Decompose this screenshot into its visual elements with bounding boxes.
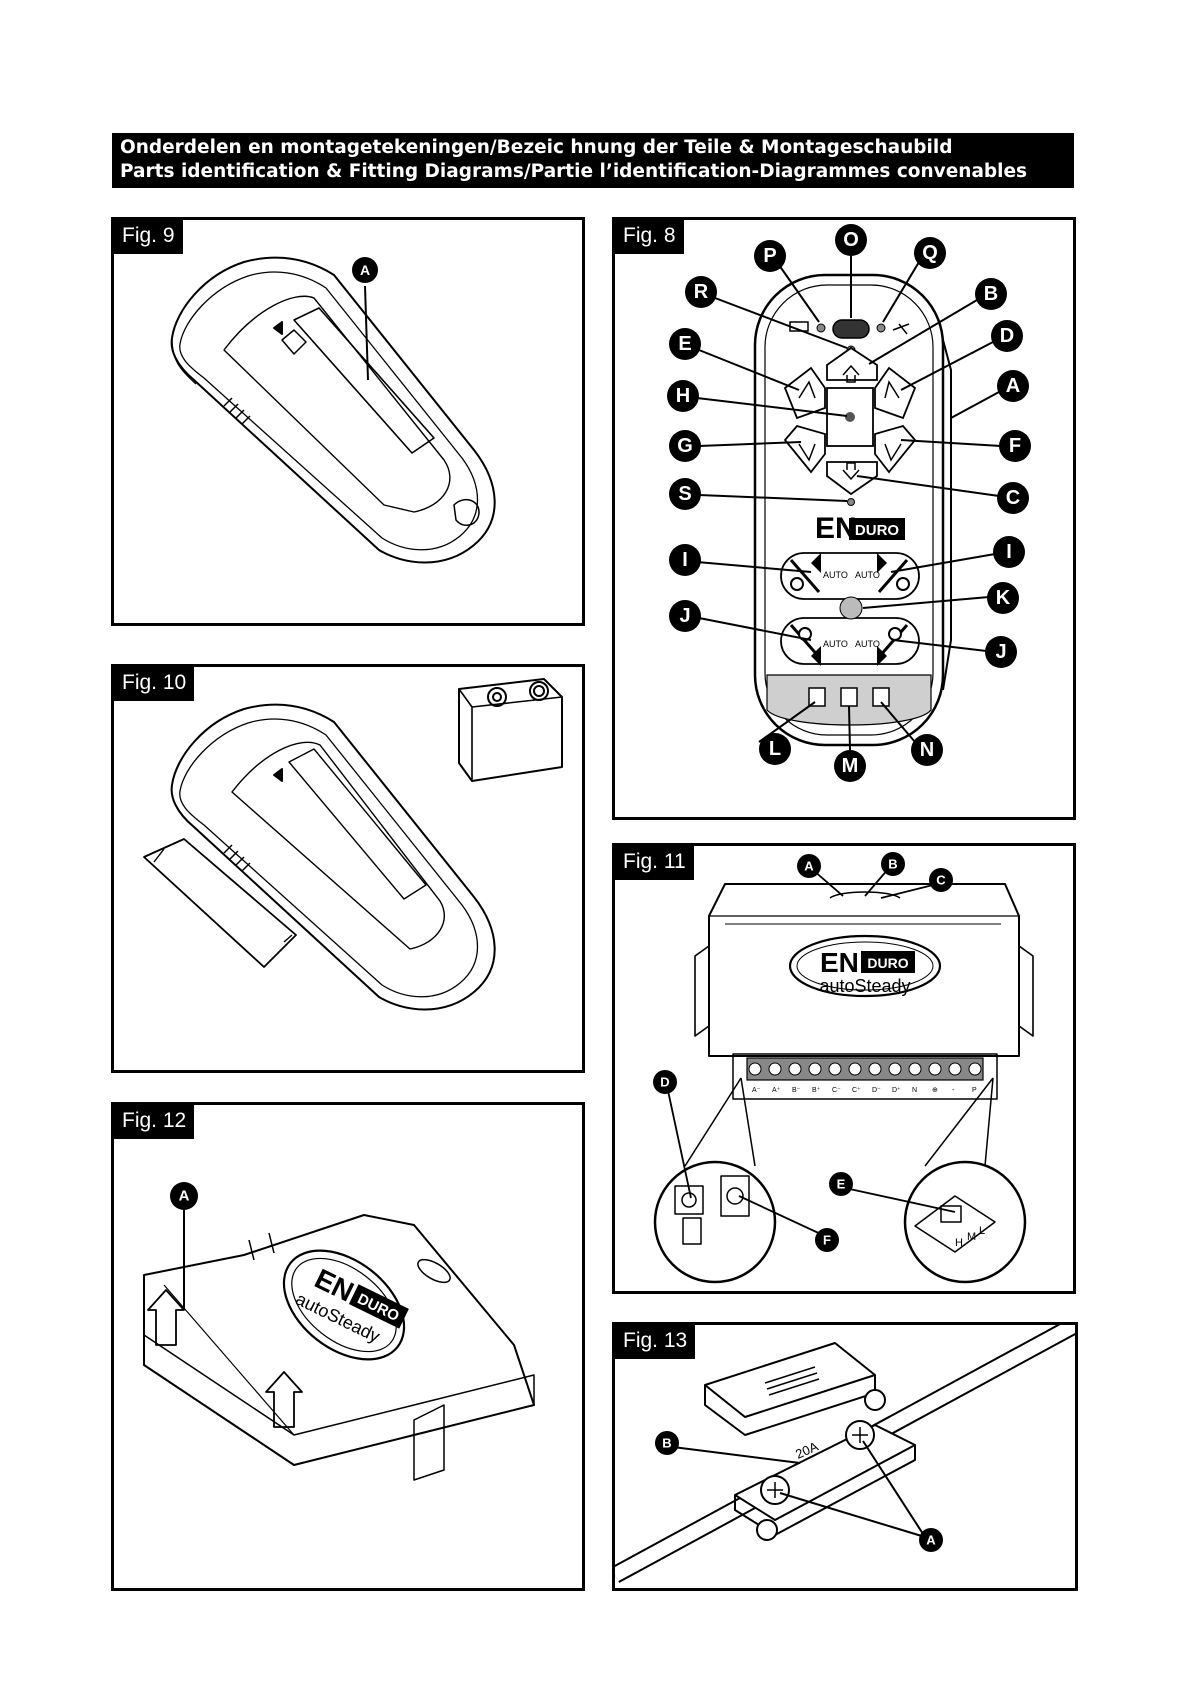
- figure-12-panel: Fig. 12 EN DURO autoSteady A: [111, 1102, 585, 1591]
- fig12-callout-a: A: [179, 1188, 190, 1205]
- auto-label-4: AUTO: [855, 639, 880, 649]
- fig11-callout-d: D: [660, 1075, 669, 1090]
- status-icon-l: [808, 687, 826, 707]
- battery-status-icon: [840, 687, 858, 707]
- terminal-label-5: C⁻: [832, 1087, 841, 1094]
- auto-raise-button-group[interactable]: [780, 552, 920, 600]
- figure-9-panel: Fig. 9 A: [111, 217, 585, 626]
- fig8-callout-k: K: [996, 587, 1011, 609]
- terminal-label-6: C⁺: [852, 1087, 861, 1094]
- figure-9-label: Fig. 9: [114, 220, 183, 254]
- terminal-label-11: -: [952, 1087, 955, 1094]
- fig8-callout-o: O: [843, 229, 859, 251]
- fig8-callout-r: R: [694, 281, 709, 303]
- fig11-callout-f: F: [823, 1233, 831, 1248]
- terminal-label-3: B⁻: [792, 1087, 801, 1094]
- header-title-line-1: Onderdelen en montagetekeningen/Bezeic h…: [120, 137, 953, 158]
- fig8-callout-c: C: [1006, 487, 1020, 509]
- terminal-label-8: D⁺: [892, 1087, 901, 1094]
- section-header: Onderdelen en montagetekeningen/Bezeic h…: [112, 133, 1074, 188]
- header-title-line-2: Parts identification & Fitting Diagrams/…: [120, 161, 1028, 182]
- figure-13-panel: Fig. 13 20A B A: [612, 1322, 1078, 1591]
- fig13-callout-a-marker: [919, 1528, 943, 1552]
- control-box-connections-diagram: A⁻ A⁺ B⁻ B⁺ C⁻ C⁺ D⁻ D⁺ N ⊕ - P H M L EN…: [653, 852, 1034, 1284]
- fuse-holder-illustration: 20A B A: [615, 1325, 1075, 1583]
- fig13-callout-b-marker: [655, 1431, 679, 1455]
- rear-left-button[interactable]: [783, 424, 826, 474]
- figure-13-label: Fig. 13: [615, 1325, 696, 1359]
- fig13-callout-b: B: [662, 1436, 671, 1451]
- figure-11-label: Fig. 11: [615, 846, 694, 880]
- fig9-callout-a-marker: [352, 257, 378, 283]
- figure-10-label: Fig. 10: [114, 667, 195, 701]
- fig8-callout-e: E: [678, 333, 691, 355]
- remote-back-battery-cover-illustration: A: [170, 256, 496, 564]
- led-left: [816, 323, 826, 333]
- auto-label-1: AUTO: [823, 570, 848, 580]
- fig11-logo-en: EN: [820, 947, 859, 978]
- figure-11-panel: Fig. 11: [612, 843, 1076, 1294]
- terminal-strip: [746, 1057, 984, 1081]
- level-icon: [892, 323, 910, 335]
- terminal-label-1: A⁻: [752, 1087, 761, 1094]
- fig11-callout-a: A: [804, 859, 814, 874]
- fig8-callout-n: N: [920, 739, 934, 761]
- terminal-label-7: D⁻: [872, 1087, 881, 1094]
- fig8-callout-b: B: [984, 283, 998, 305]
- center-led: [845, 412, 855, 422]
- figure-10-panel: Fig. 10: [111, 664, 585, 1073]
- terminal-label-4: B⁺: [812, 1087, 821, 1094]
- terminal-label-10: ⊕: [932, 1087, 938, 1094]
- fig8-callout-l: L: [769, 738, 781, 760]
- switch-label-m: M: [967, 1231, 976, 1243]
- up-button[interactable]: [826, 346, 878, 381]
- fig11-logo-duro: DURO: [867, 955, 908, 971]
- fig8-callout-g: G: [677, 435, 693, 457]
- fig12-callout-a-marker: [170, 1182, 198, 1210]
- fig8-callout-d: D: [1000, 325, 1014, 347]
- fig8-callouts: O P Q R B E D A H G F S C I I K J J L M …: [667, 224, 1031, 782]
- terminal-label-2: A⁺: [772, 1087, 781, 1094]
- caravan-battery-icon: [872, 687, 890, 707]
- switch-label-l: L: [979, 1225, 985, 1237]
- terminal-label-9: N: [912, 1087, 917, 1094]
- fig8-callout-p: P: [763, 245, 776, 267]
- auto-status-led: [839, 596, 863, 620]
- fig8-callout-h: H: [676, 385, 690, 407]
- figure-12-label: Fig. 12: [114, 1105, 195, 1139]
- figure-8-panel: Fig. 8 E N: [612, 217, 1076, 820]
- led-right: [876, 323, 886, 333]
- fig11-logo-sub: autoSteady: [819, 976, 910, 996]
- fig8-callout-a: A: [1006, 375, 1020, 397]
- fig8-callout-f: F: [1009, 435, 1021, 457]
- front-left-button[interactable]: [783, 366, 826, 420]
- sensor-led-s: [847, 498, 855, 506]
- fig11-callout-e: E: [837, 1177, 846, 1192]
- battery-installation-illustration: [143, 678, 563, 1011]
- fig8-callout-i-left: I: [682, 549, 688, 571]
- fig11-callout-c: C: [936, 873, 946, 888]
- remote-control-front-diagram: E N DURO AUTO AUTO AUTO AUTO: [667, 224, 1031, 782]
- fig9-callout-a: A: [360, 262, 370, 278]
- fig8-callout-i-right: I: [1006, 541, 1012, 563]
- terminal-labels: A⁻ A⁺ B⁻ B⁺ C⁻ C⁺ D⁻ D⁺ N ⊕ - P: [752, 1087, 977, 1094]
- figure-8-label: Fig. 8: [615, 220, 684, 254]
- rear-right-button[interactable]: [874, 424, 917, 474]
- fig11-callouts: A B C D E F: [653, 852, 953, 1252]
- auto-label-2: AUTO: [855, 570, 880, 580]
- auto-label-3: AUTO: [823, 639, 848, 649]
- fig8-logo-duro: DURO: [855, 522, 899, 539]
- fig11-callout-b: B: [888, 857, 897, 872]
- fig8-callout-q: Q: [922, 242, 938, 264]
- control-box-cover-removal-illustration: EN DURO autoSteady A: [143, 1182, 535, 1481]
- power-switch[interactable]: [832, 319, 870, 339]
- fig8-callout-j-right: J: [995, 641, 1006, 663]
- switch-label-h: H: [955, 1237, 963, 1249]
- fig8-callout-j-left: J: [679, 605, 690, 627]
- fig8-callout-s: S: [678, 483, 691, 505]
- terminal-label-12: P: [972, 1087, 977, 1094]
- fig13-callout-a: A: [926, 1533, 936, 1548]
- fig8-callout-m: M: [842, 755, 859, 777]
